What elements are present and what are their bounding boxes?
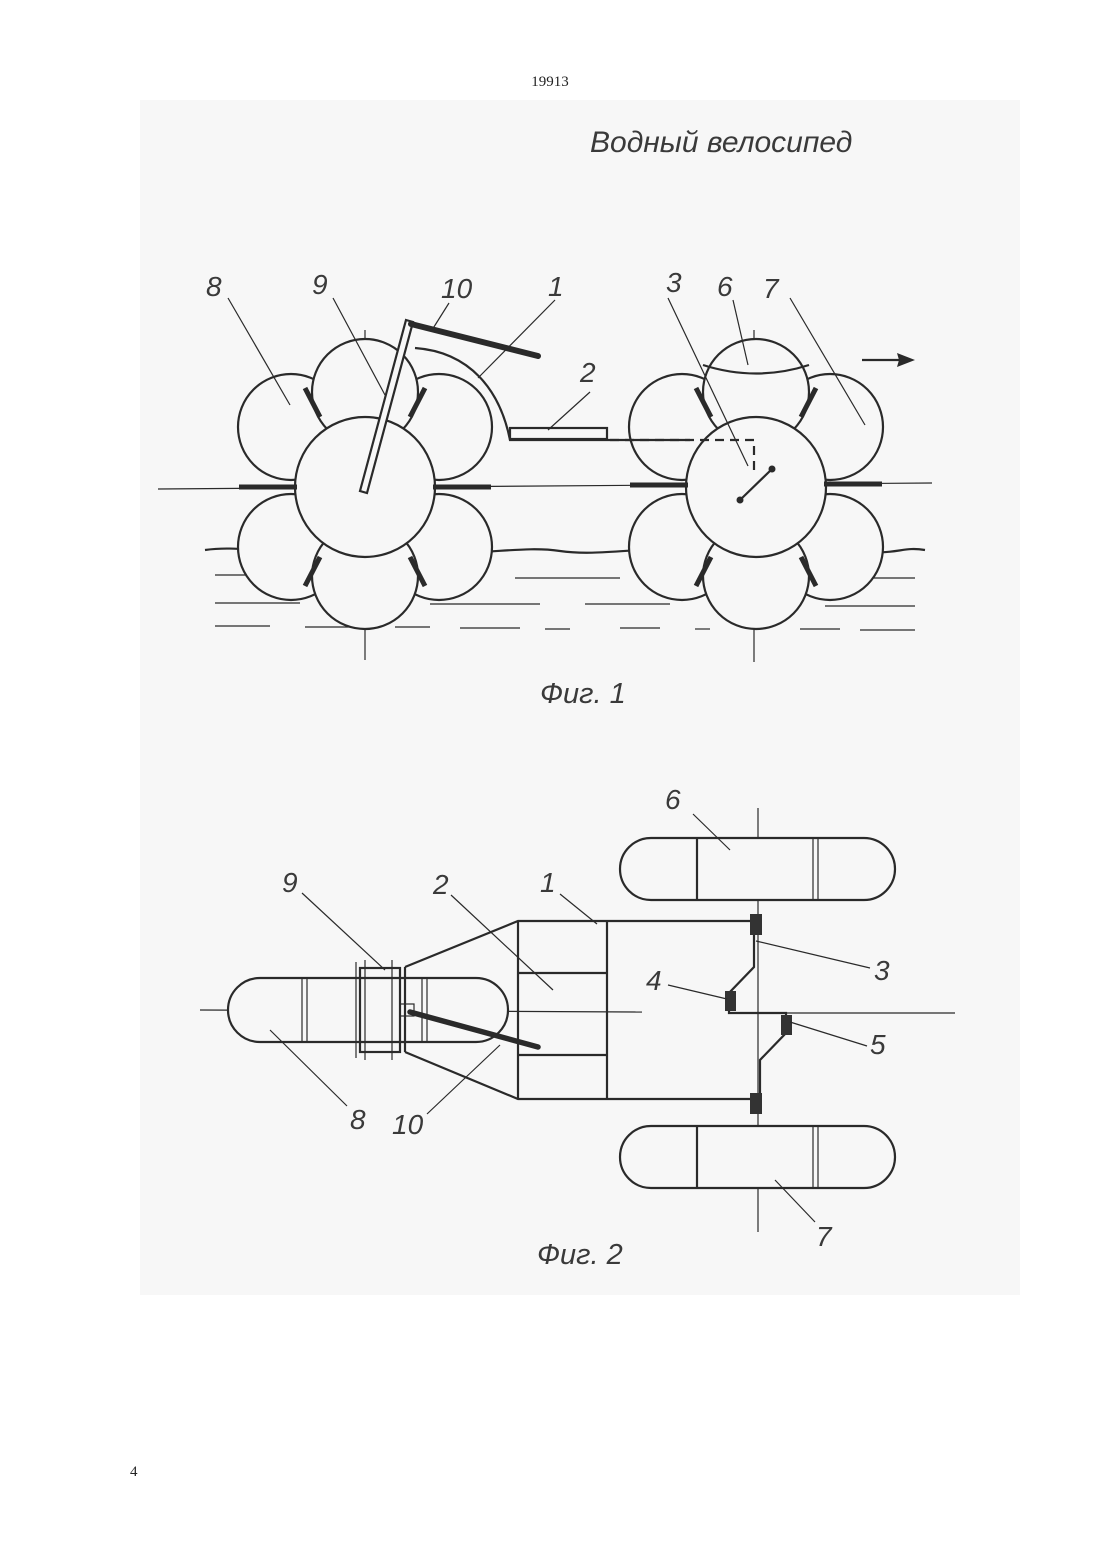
fig1-label-10: 10 bbox=[441, 273, 473, 304]
page-number: 4 bbox=[130, 1464, 138, 1481]
handlebar-10 bbox=[411, 324, 538, 356]
seat-2 bbox=[510, 428, 607, 439]
figure-2: 6 9 2 1 3 4 5 8 10 7 Фиг. 2 bbox=[200, 784, 955, 1271]
fig2-label-8: 8 bbox=[350, 1104, 366, 1135]
fig1-label-6: 6 bbox=[717, 271, 733, 302]
pedal-5 bbox=[781, 1015, 792, 1035]
fig2-label-10: 10 bbox=[392, 1109, 424, 1140]
fig2-label-5: 5 bbox=[870, 1029, 886, 1060]
fig1-label-3: 3 bbox=[666, 267, 682, 298]
fig1-label-1: 1 bbox=[548, 271, 564, 302]
fig1-label-8: 8 bbox=[206, 271, 222, 302]
float-7 bbox=[620, 1126, 895, 1188]
fig1-label-7: 7 bbox=[763, 273, 780, 304]
fig1-caption: Фиг. 1 bbox=[540, 678, 626, 710]
fig2-label-4: 4 bbox=[646, 965, 662, 996]
fig1-label-2: 2 bbox=[579, 357, 596, 388]
fig2-label-9: 9 bbox=[282, 867, 298, 898]
figure-1: 8 9 10 1 3 6 7 2 Фиг. 1 bbox=[158, 267, 932, 710]
drawing-title: Водный велосипед bbox=[590, 126, 852, 159]
direction-arrow-icon bbox=[862, 353, 915, 367]
fig2-label-6: 6 bbox=[665, 784, 681, 815]
bearing-bottom bbox=[750, 1093, 762, 1114]
float-6 bbox=[620, 838, 895, 900]
pedal-4 bbox=[725, 991, 736, 1011]
fig2-label-7: 7 bbox=[816, 1221, 833, 1252]
fig2-label-1: 1 bbox=[540, 867, 556, 898]
fig2-label-3: 3 bbox=[874, 955, 890, 986]
fig2-label-2: 2 bbox=[432, 869, 449, 900]
fig1-label-9: 9 bbox=[312, 269, 328, 300]
fig2-caption: Фиг. 2 bbox=[537, 1239, 623, 1271]
float-8 bbox=[228, 978, 508, 1042]
bearing-top bbox=[750, 914, 762, 935]
